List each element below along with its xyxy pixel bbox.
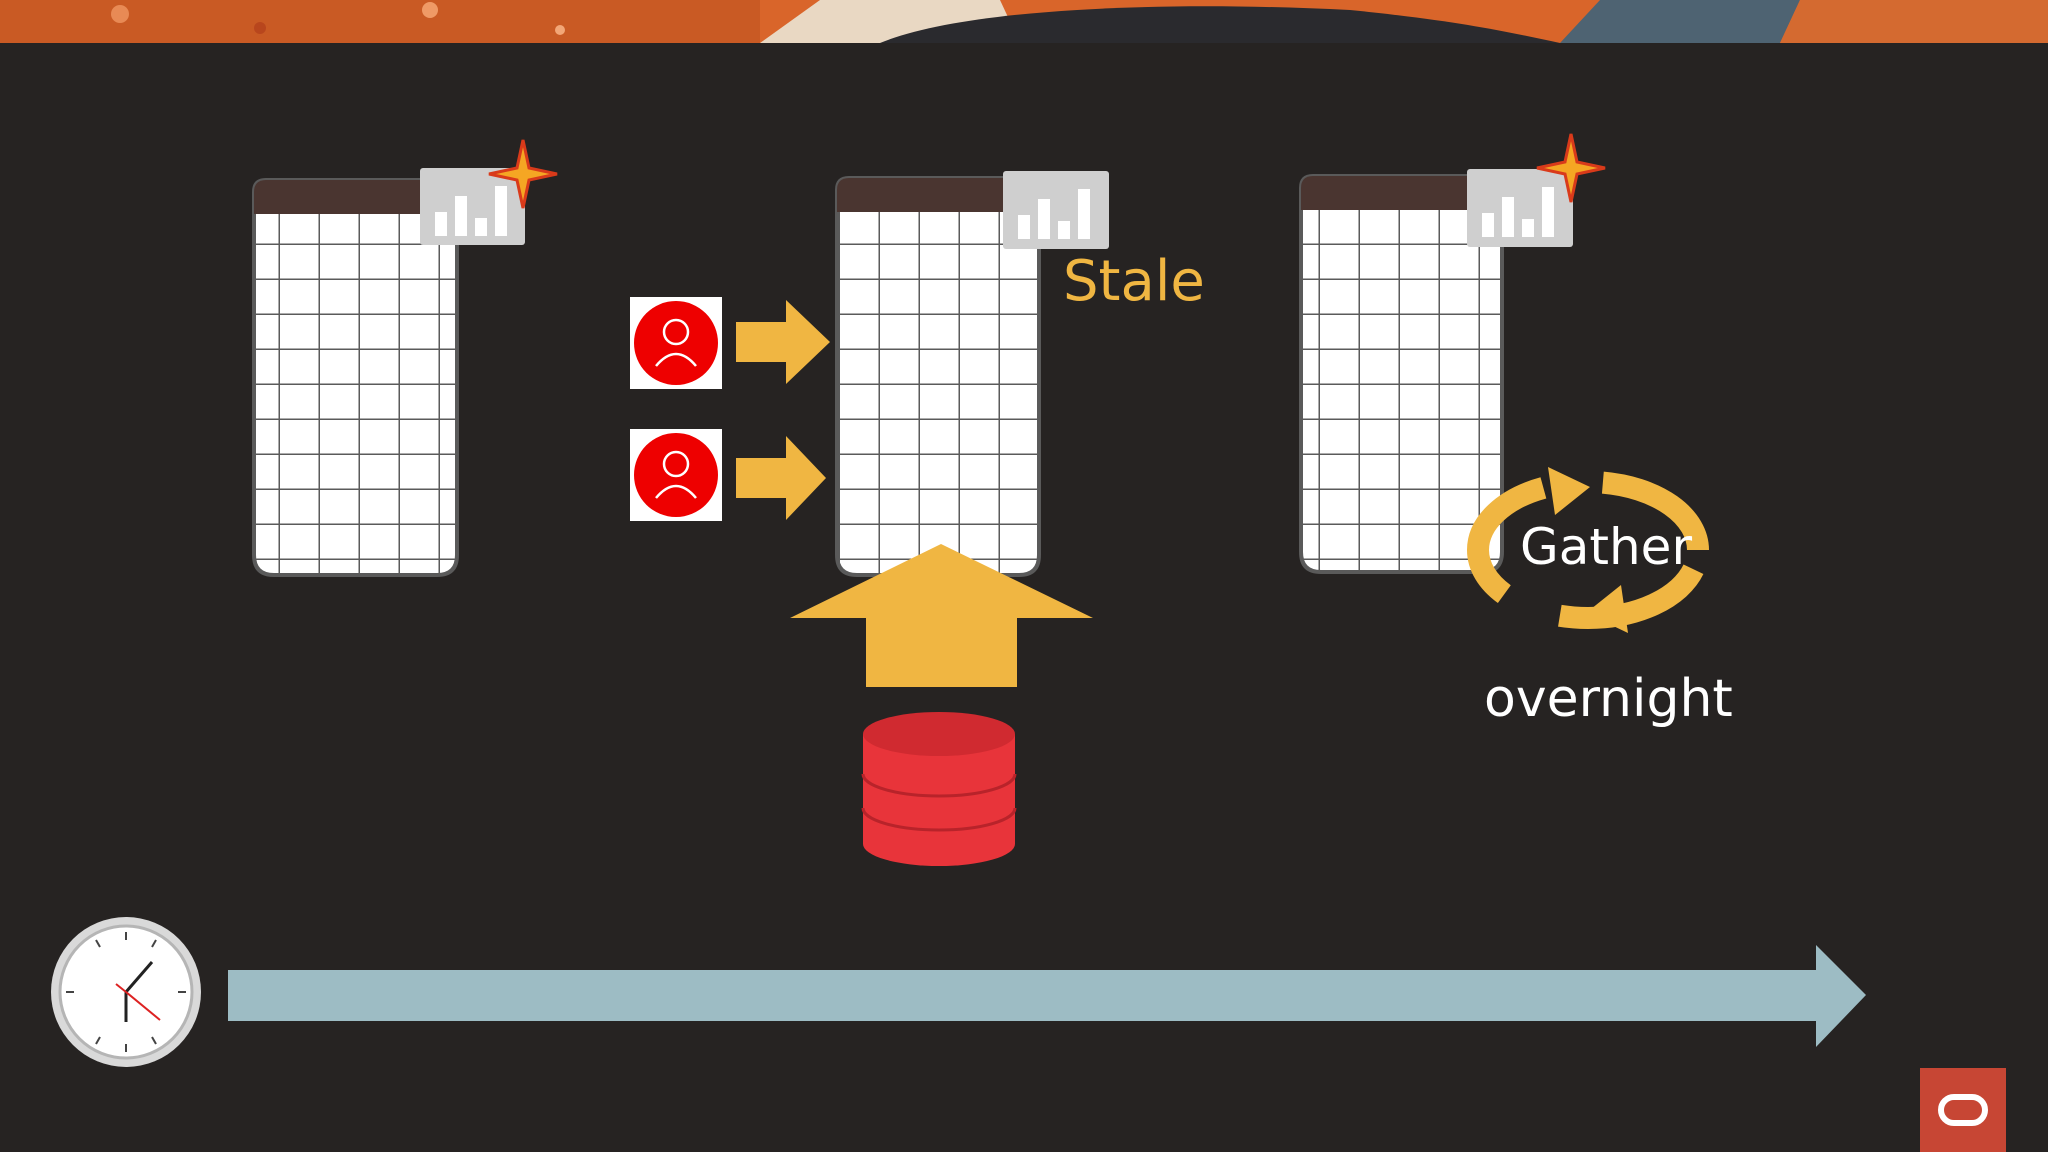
sparkle-icon bbox=[1536, 133, 1606, 203]
bar-chart-icon bbox=[1003, 171, 1109, 249]
table-grid-icon bbox=[1299, 174, 1504, 574]
overnight-label: overnight bbox=[1484, 669, 1733, 729]
arrow-up-icon bbox=[790, 544, 1093, 687]
timeline-arrow bbox=[228, 945, 1866, 1047]
sparkle-icon bbox=[488, 139, 558, 209]
bar-chart-icon bbox=[420, 168, 525, 245]
user-icon bbox=[630, 297, 722, 389]
bar-chart-icon bbox=[1467, 169, 1573, 247]
oracle-badge bbox=[1920, 1068, 2006, 1152]
stale-label: Stale bbox=[1063, 249, 1205, 314]
arrow-right-icon bbox=[736, 436, 826, 520]
table-grid-icon bbox=[835, 176, 1041, 577]
table-grid-icon bbox=[252, 178, 459, 577]
oracle-logo-icon bbox=[1938, 1094, 1988, 1126]
decorative-banner bbox=[0, 0, 2048, 43]
user-icon bbox=[630, 429, 722, 521]
arrow-right-icon bbox=[736, 300, 830, 384]
refresh-cycle-icon bbox=[1467, 467, 1709, 633]
gather-label: Gather bbox=[1520, 518, 1692, 576]
database-icon bbox=[861, 712, 1017, 866]
clock-icon bbox=[51, 917, 201, 1067]
